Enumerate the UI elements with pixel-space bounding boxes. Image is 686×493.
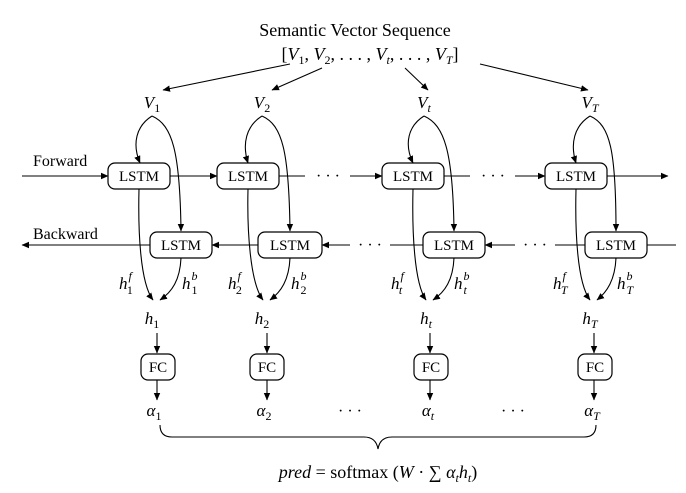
vT-node: VT (581, 93, 599, 115)
fc-1-label: FC (149, 360, 167, 376)
v1-to-backward-arrow (151, 115, 185, 232)
fc-1 (140, 353, 176, 381)
diagram-title: Semantic Vector Sequence (259, 20, 451, 40)
v2-to-backward-arrow (261, 115, 294, 232)
h2-node: h2 (255, 309, 270, 331)
alpha-ellipsis-1: · · · (338, 403, 362, 420)
vt-node: Vt (417, 93, 431, 115)
vT-to-backward-arrow (589, 115, 620, 232)
fc-T (577, 353, 613, 381)
hfT-line (575, 188, 591, 301)
sequence-label: [V1, V2, . . . , Vt, . . . , VT] (281, 44, 458, 67)
alpha1-node: α1 (147, 401, 162, 423)
v2-to-forward-arrow (242, 115, 263, 164)
forward-ellipsis-1: · · · (316, 168, 340, 185)
backward-lstm-2-label: LSTM (270, 238, 310, 254)
backward-label: Backward (33, 226, 98, 243)
backward-ellipsis-1: · · · (358, 237, 382, 254)
curly-brace (159, 424, 597, 450)
vt-to-backward-arrow (423, 115, 458, 232)
fc-t (413, 353, 449, 381)
forward-lstm-2-label: LSTM (228, 169, 268, 185)
fc-2-label: FC (258, 360, 276, 376)
alpha-ellipsis-2: · · · (501, 403, 525, 420)
vt-to-forward-arrow (407, 115, 425, 164)
v1-node: V1 (144, 93, 160, 115)
alpha2-node: α2 (257, 401, 272, 423)
hf1-line (138, 188, 154, 301)
alphaT-node: αT (584, 401, 601, 423)
forward-lstm-1-label: LSTM (119, 169, 159, 185)
hb1-line (159, 257, 182, 301)
fc-T-label: FC (586, 360, 604, 376)
seq-to-v2-arrow (271, 67, 323, 91)
seq-to-vT-arrow (479, 63, 589, 92)
ht-node: ht (420, 309, 433, 331)
fc-t-label: FC (422, 360, 440, 376)
hb2-line (269, 257, 291, 301)
v2-node: V2 (254, 93, 270, 115)
forward-label: Forward (33, 153, 87, 170)
prediction-formula: pred = softmax (W · ∑ αtht) (277, 462, 477, 485)
backward-lstm-T-label: LSTM (596, 238, 636, 254)
forward-lstm-t-label: LSTM (393, 169, 433, 185)
backward-ellipsis-2: · · · (523, 237, 547, 254)
seq-to-vt-arrow (404, 67, 429, 91)
hft-line (412, 188, 427, 301)
seq-to-v1-arrow (162, 63, 291, 92)
forward-ellipsis-2: · · · (481, 168, 505, 185)
v1-to-forward-arrow (134, 115, 153, 164)
hT-node: hT (582, 309, 599, 331)
alphat-node: αt (422, 401, 435, 423)
hf2-line (247, 188, 264, 301)
hbt-line (432, 257, 455, 301)
h1-node: h1 (145, 309, 160, 331)
vT-to-forward-arrow (570, 115, 591, 164)
backward-lstm-t-label: LSTM (434, 238, 474, 254)
backward-lstm-1-label: LSTM (161, 238, 201, 254)
hbT-line (596, 257, 617, 301)
forward-lstm-T-label: LSTM (556, 169, 596, 185)
